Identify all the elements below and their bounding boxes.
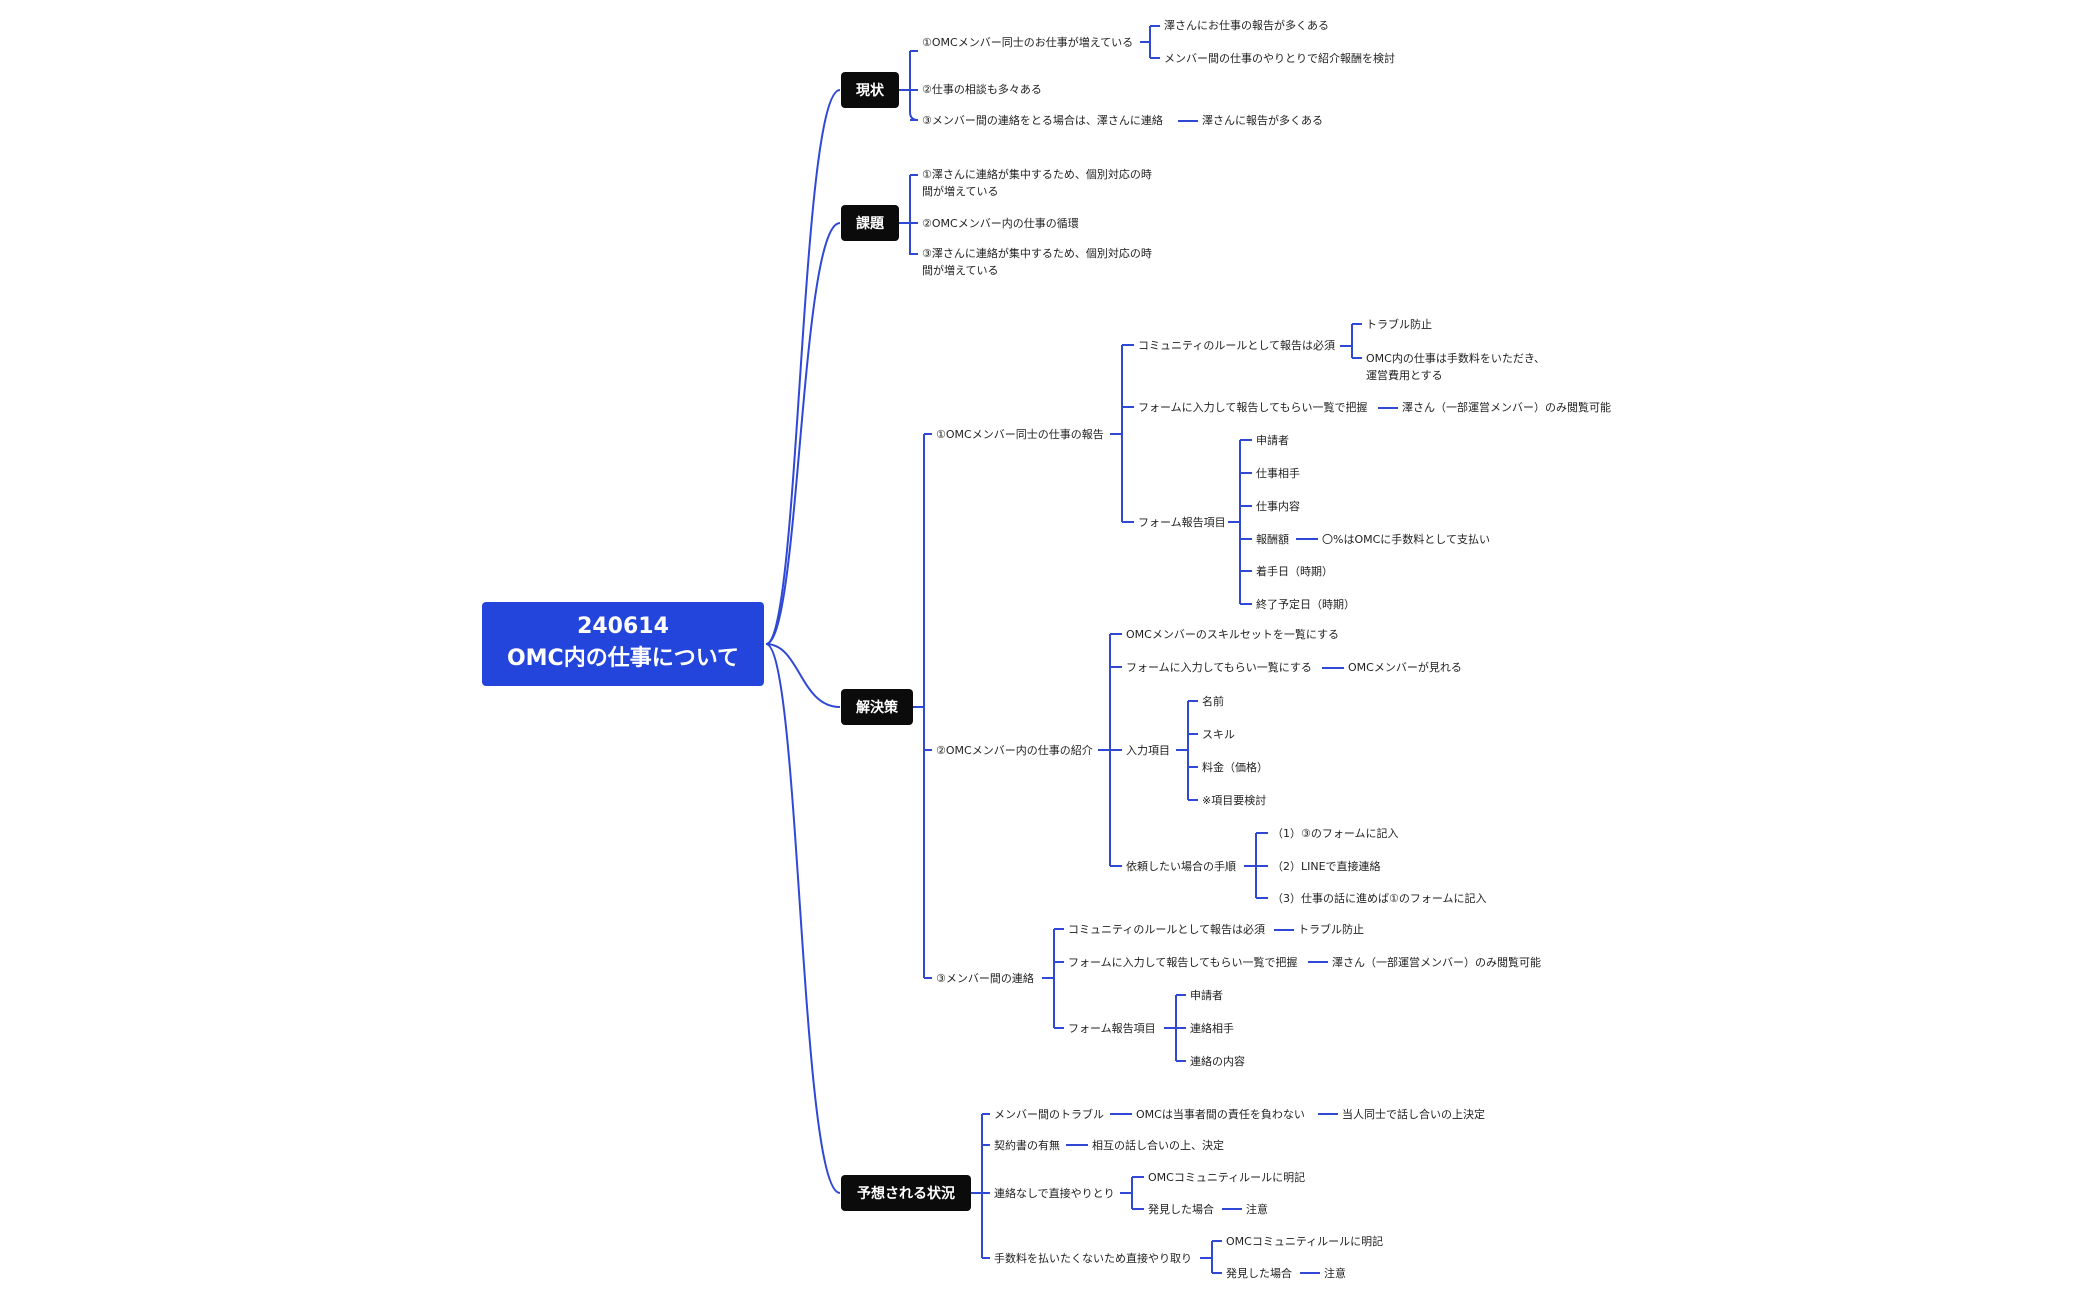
- category-kadai[interactable]: 課題: [841, 205, 899, 241]
- svg-text:課題: 課題: [856, 215, 885, 232]
- node[interactable]: 仕事相手: [1256, 466, 1300, 480]
- node[interactable]: OMCは当事者間の責任を負わない: [1136, 1107, 1305, 1121]
- category-genjo[interactable]: 現状: [841, 72, 899, 108]
- node[interactable]: 澤さん（一部運営メンバー）のみ閲覧可能: [1402, 400, 1611, 414]
- node[interactable]: トラブル防止: [1298, 922, 1364, 936]
- node[interactable]: 〇%はOMCに手数料として支払い: [1322, 532, 1490, 546]
- node[interactable]: メンバー間のトラブル: [994, 1107, 1104, 1121]
- node[interactable]: OMCメンバーが見れる: [1348, 660, 1462, 674]
- node[interactable]: 契約書の有無: [994, 1138, 1060, 1152]
- category-kaiketsu[interactable]: 解決策: [841, 689, 913, 725]
- yoso-branch: メンバー間のトラブル OMCは当事者間の責任を負わない 当人同士で話し合いの上決…: [994, 1107, 1485, 1280]
- node[interactable]: フォーム報告項目: [1138, 516, 1226, 529]
- node[interactable]: OMCメンバーのスキルセットを一覧にする: [1126, 627, 1339, 641]
- node[interactable]: 発見した場合: [1226, 1266, 1292, 1280]
- svg-text:現状: 現状: [856, 82, 885, 99]
- node[interactable]: ①OMCメンバー同士の仕事の報告: [936, 428, 1104, 441]
- node[interactable]: 澤さんに報告が多くある: [1202, 113, 1323, 127]
- node[interactable]: メンバー間の仕事のやりとりで紹介報酬を検討: [1164, 51, 1395, 65]
- node[interactable]: 申請者: [1256, 433, 1289, 447]
- root-title-date: 240614: [577, 614, 669, 639]
- node[interactable]: 当人同士で話し合いの上決定: [1342, 1107, 1485, 1121]
- kaiketsu-a-branch: ①OMCメンバー同士の仕事の報告 コミュニティのルールとして報告は必須 トラブル…: [936, 317, 1611, 611]
- node[interactable]: フォーム報告項目: [1068, 1022, 1156, 1035]
- node[interactable]: ③メンバー間の連絡をとる場合は、澤さんに連絡: [922, 113, 1163, 127]
- category-yoso[interactable]: 予想される状況: [841, 1175, 971, 1211]
- node[interactable]: 発見した場合: [1148, 1202, 1214, 1216]
- root-title: OMC内の仕事について: [507, 645, 739, 671]
- node[interactable]: フォームに入力して報告してもらい一覧で把握: [1068, 955, 1297, 969]
- node[interactable]: 名前: [1202, 694, 1224, 708]
- node[interactable]: 料金（価格）: [1202, 760, 1268, 774]
- node[interactable]: 連絡なしで直接やりとり: [994, 1186, 1115, 1200]
- node[interactable]: （1）③のフォームに記入: [1272, 826, 1399, 840]
- node[interactable]: OMC内の仕事は手数料をいただき、: [1366, 351, 1545, 365]
- node[interactable]: コミュニティのルールとして報告は必須: [1138, 339, 1335, 352]
- node[interactable]: ②仕事の相談も多々ある: [922, 82, 1042, 96]
- node[interactable]: 注意: [1324, 1266, 1346, 1280]
- node[interactable]: OMCコミュニティルールに明記: [1148, 1170, 1305, 1184]
- node[interactable]: ③メンバー間の連絡: [936, 971, 1034, 985]
- node-cont: 運営費用とする: [1366, 368, 1443, 382]
- node[interactable]: 澤さんにお仕事の報告が多くある: [1164, 18, 1329, 32]
- node[interactable]: 連絡相手: [1190, 1021, 1234, 1035]
- node[interactable]: トラブル防止: [1366, 317, 1432, 331]
- node[interactable]: 澤さん（一部運営メンバー）のみ閲覧可能: [1332, 955, 1541, 969]
- node[interactable]: 申請者: [1190, 988, 1223, 1002]
- genjo-branch: ①OMCメンバー同士のお仕事が増えている 澤さんにお仕事の報告が多くある メンバ…: [922, 18, 1395, 127]
- node-cont: 間が増えている: [922, 184, 998, 198]
- node[interactable]: ①OMCメンバー同士のお仕事が増えている: [922, 35, 1133, 49]
- node[interactable]: 入力項目: [1126, 744, 1170, 757]
- node[interactable]: 連絡の内容: [1190, 1054, 1245, 1068]
- node[interactable]: （2）LINEで直接連絡: [1272, 859, 1381, 873]
- node[interactable]: ②OMCメンバー内の仕事の紹介: [936, 743, 1093, 757]
- svg-text:解決策: 解決策: [856, 699, 899, 716]
- node[interactable]: 終了予定日（時期）: [1256, 597, 1355, 611]
- node[interactable]: 依頼したい場合の手順: [1126, 859, 1236, 873]
- node[interactable]: 手数料を払いたくないため直接やり取り: [994, 1251, 1192, 1265]
- node[interactable]: 注意: [1246, 1202, 1268, 1216]
- node[interactable]: 相互の話し合いの上、決定: [1092, 1138, 1224, 1152]
- connectors: [765, 25, 1398, 1274]
- node-cont: 間が増えている: [922, 263, 998, 277]
- kaiketsu-b-branch: ②OMCメンバー内の仕事の紹介 OMCメンバーのスキルセットを一覧にする フォー…: [936, 627, 1487, 905]
- node[interactable]: ①澤さんに連絡が集中するため、個別対応の時: [922, 167, 1152, 181]
- node[interactable]: スキル: [1202, 728, 1235, 741]
- node[interactable]: ③澤さんに連絡が集中するため、個別対応の時: [922, 246, 1152, 260]
- node[interactable]: フォームに入力して報告してもらい一覧で把握: [1138, 400, 1367, 414]
- node[interactable]: 仕事内容: [1256, 499, 1300, 513]
- node[interactable]: 着手日（時期）: [1256, 564, 1333, 578]
- node[interactable]: OMCコミュニティルールに明記: [1226, 1234, 1383, 1248]
- kadai-branch: ①澤さんに連絡が集中するため、個別対応の時 間が増えている ②OMCメンバー内の…: [922, 167, 1152, 277]
- node[interactable]: （3）仕事の話に進めば①のフォームに記入: [1272, 891, 1487, 905]
- svg-text:予想される状況: 予想される状況: [857, 1185, 955, 1202]
- node[interactable]: フォームに入力してもらい一覧にする: [1126, 660, 1312, 674]
- root-node[interactable]: 240614 OMC内の仕事について: [482, 602, 764, 686]
- node[interactable]: コミュニティのルールとして報告は必須: [1068, 923, 1265, 936]
- kaiketsu-c-branch: ③メンバー間の連絡 コミュニティのルールとして報告は必須 トラブル防止 フォーム…: [936, 922, 1541, 1068]
- node[interactable]: ②OMCメンバー内の仕事の循環: [922, 216, 1079, 230]
- node[interactable]: 報酬額: [1256, 533, 1289, 546]
- node[interactable]: ※項目要検討: [1202, 793, 1266, 807]
